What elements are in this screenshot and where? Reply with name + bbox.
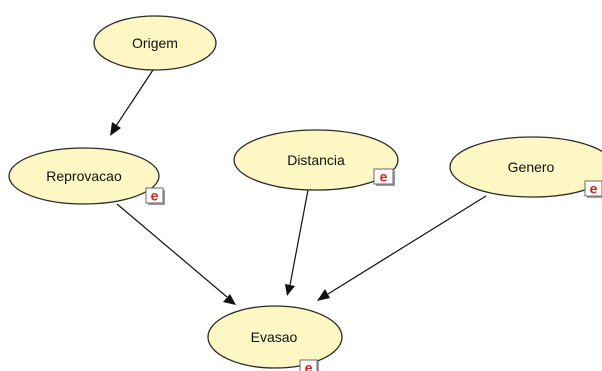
node-ellipse bbox=[207, 305, 343, 369]
node-distancia[interactable]: Distancia e bbox=[233, 129, 399, 191]
evidence-letter: e bbox=[590, 181, 598, 197]
node-label: Evasao bbox=[251, 329, 298, 345]
evidence-icon[interactable]: e bbox=[584, 180, 602, 199]
node-label: Genero bbox=[508, 159, 555, 175]
evidence-icon[interactable]: e bbox=[299, 359, 319, 371]
node-label: Reprovacao bbox=[46, 168, 122, 184]
evidence-letter: e bbox=[151, 188, 159, 204]
evidence-letter: e bbox=[305, 360, 313, 371]
node-label: Origem bbox=[132, 35, 178, 51]
node-ellipse bbox=[233, 129, 399, 191]
evidence-icon[interactable]: e bbox=[373, 168, 395, 187]
edges bbox=[110, 69, 487, 305]
node-reprovacao[interactable]: Reprovacao e bbox=[8, 147, 165, 206]
node-evasao[interactable]: Evasao e bbox=[207, 305, 343, 371]
node-label: Distancia bbox=[287, 152, 345, 168]
edge-origem-to-reprovacao[interactable] bbox=[110, 69, 154, 136]
node-ellipse bbox=[8, 147, 160, 205]
node-genero[interactable]: Genero e bbox=[449, 136, 602, 199]
node-ellipse bbox=[93, 15, 217, 71]
evidence-letter: e bbox=[380, 169, 388, 185]
edge-genero-to-evasao[interactable] bbox=[317, 195, 487, 301]
node-origem[interactable]: Origem bbox=[93, 15, 217, 71]
evidence-icon[interactable]: e bbox=[145, 187, 165, 206]
edge-reprovacao-to-evasao[interactable] bbox=[116, 203, 236, 305]
edge-distancia-to-evasao[interactable] bbox=[285, 189, 309, 296]
node-ellipse bbox=[449, 136, 602, 198]
